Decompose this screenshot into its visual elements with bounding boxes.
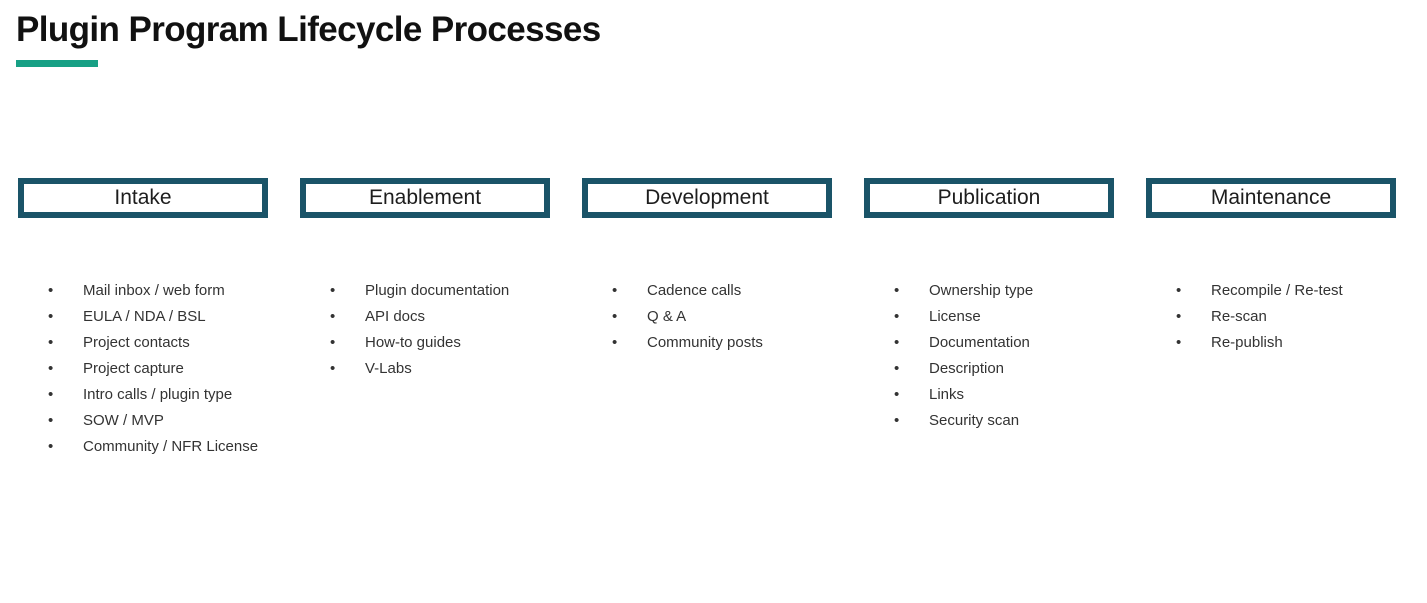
- list-item: • Re-publish: [1160, 330, 1427, 356]
- list-item-label: Documentation: [929, 334, 1030, 351]
- list-item: • V-Labs: [314, 356, 594, 382]
- list-item-label: Community / NFR License: [83, 438, 259, 455]
- list-item-label: Recompile / Re-test: [1211, 282, 1343, 299]
- phase-header-enablement[interactable]: Enablement: [300, 178, 550, 218]
- phase-label: Intake: [114, 186, 172, 209]
- phase-item-list-development: • Cadence calls • Q & A • Community post…: [596, 278, 876, 356]
- bullet-icon: •: [330, 282, 336, 299]
- bullet-icon: •: [1176, 334, 1182, 351]
- phase-item-list-maintenance: • Recompile / Re-test • Re-scan • Re-pub…: [1160, 278, 1427, 356]
- phase-label: Publication: [937, 186, 1041, 209]
- bullet-icon: •: [48, 412, 54, 429]
- list-item-label: API docs: [365, 308, 426, 325]
- list-item: • SOW / MVP: [32, 408, 312, 434]
- phase-item-list-intake: • Mail inbox / web form • EULA / NDA / B…: [32, 278, 312, 460]
- phase-label: Enablement: [368, 186, 482, 209]
- phase-label: Maintenance: [1210, 186, 1332, 209]
- bullet-icon: •: [894, 386, 900, 403]
- list-item: • Description: [878, 356, 1158, 382]
- phase-header-development[interactable]: Development: [582, 178, 832, 218]
- list-item-label: V-Labs: [365, 360, 412, 377]
- list-item-label: Mail inbox / web form: [83, 282, 225, 299]
- list-item: • Cadence calls: [596, 278, 876, 304]
- list-item-label: Links: [929, 386, 965, 403]
- list-item-label: License: [929, 308, 981, 325]
- list-item-label: Cadence calls: [647, 282, 742, 299]
- bullet-icon: •: [48, 386, 54, 403]
- list-item: • Q & A: [596, 304, 876, 330]
- list-item: • Community / NFR License: [32, 434, 312, 460]
- bullet-icon: •: [894, 360, 900, 377]
- list-item-label: Re-scan: [1211, 308, 1267, 325]
- list-item-label: Security scan: [929, 412, 1020, 429]
- list-item-label: Re-publish: [1211, 334, 1283, 351]
- list-item: • Ownership type: [878, 278, 1158, 304]
- bullet-icon: •: [1176, 282, 1182, 299]
- bullet-icon: •: [48, 308, 54, 325]
- bullet-icon: •: [330, 334, 336, 351]
- list-item: • How-to guides: [314, 330, 594, 356]
- bullet-icon: •: [612, 308, 618, 325]
- phase-header-maintenance[interactable]: Maintenance: [1146, 178, 1396, 218]
- bullet-icon: •: [894, 308, 900, 325]
- bullet-icon: •: [894, 334, 900, 351]
- phase-header-intake[interactable]: Intake: [18, 178, 268, 218]
- list-item-label: Ownership type: [929, 282, 1034, 299]
- bullet-icon: •: [894, 412, 900, 429]
- bullet-icon: •: [894, 282, 900, 299]
- list-item: • Security scan: [878, 408, 1158, 434]
- list-item: • License: [878, 304, 1158, 330]
- title-accent-bar: [16, 60, 98, 67]
- phase-label: Development: [645, 186, 769, 209]
- list-item: • Mail inbox / web form: [32, 278, 312, 304]
- list-item: • Intro calls / plugin type: [32, 382, 312, 408]
- list-item: • Recompile / Re-test: [1160, 278, 1427, 304]
- list-item: • Project capture: [32, 356, 312, 382]
- list-item-label: Intro calls / plugin type: [83, 386, 233, 403]
- list-item: • Community posts: [596, 330, 876, 356]
- list-item: • Project contacts: [32, 330, 312, 356]
- bullet-icon: •: [48, 282, 54, 299]
- phase-item-list-publication: • Ownership type • License • Documentati…: [878, 278, 1158, 434]
- list-item: • API docs: [314, 304, 594, 330]
- list-item-label: Plugin documentation: [365, 282, 510, 299]
- bullet-icon: •: [612, 334, 618, 351]
- bullet-icon: •: [330, 308, 336, 325]
- list-item: • Plugin documentation: [314, 278, 594, 304]
- phase-header-publication[interactable]: Publication: [864, 178, 1114, 218]
- phase-item-list-enablement: • Plugin documentation • API docs • How-…: [314, 278, 594, 382]
- list-item-label: Community posts: [647, 334, 763, 351]
- list-item-label: Q & A: [647, 308, 687, 325]
- bullet-icon: •: [48, 360, 54, 377]
- bullet-icon: •: [330, 360, 336, 377]
- bullet-icon: •: [1176, 308, 1182, 325]
- bullet-icon: •: [48, 334, 54, 351]
- list-item: • EULA / NDA / BSL: [32, 304, 312, 330]
- page-title: Plugin Program Lifecycle Processes: [16, 10, 601, 49]
- list-item-label: Description: [929, 360, 1005, 377]
- list-item-label: SOW / MVP: [83, 412, 164, 429]
- list-item: • Links: [878, 382, 1158, 408]
- list-item-label: EULA / NDA / BSL: [83, 308, 206, 325]
- list-item: • Re-scan: [1160, 304, 1427, 330]
- list-item-label: Project contacts: [83, 334, 190, 351]
- bullet-icon: •: [48, 438, 54, 455]
- list-item: • Documentation: [878, 330, 1158, 356]
- list-item-label: How-to guides: [365, 334, 461, 351]
- bullet-icon: •: [612, 282, 618, 299]
- list-item-label: Project capture: [83, 360, 184, 377]
